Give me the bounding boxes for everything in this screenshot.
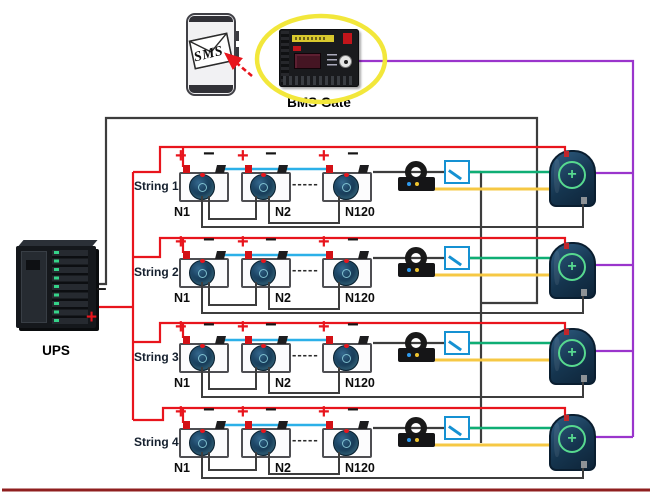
- disconnect-switch-icon: [444, 416, 470, 440]
- status-plus-icon: +: [567, 430, 577, 447]
- positive-post-icon: [183, 165, 190, 173]
- status-ring-icon: +: [558, 339, 586, 367]
- string-label: String 1: [134, 179, 179, 193]
- status-plus-icon: +: [567, 258, 577, 275]
- phone-speaker-bar: [189, 16, 233, 22]
- positive-post-icon: [183, 421, 190, 429]
- battery-sensor-icon: [333, 173, 359, 200]
- minus-terminal-icon: −: [203, 399, 215, 421]
- string-label: String 4: [134, 435, 179, 449]
- battery-sensor-icon: [189, 173, 215, 200]
- minus-terminal-icon: −: [347, 399, 359, 421]
- current-transformer-icon: [396, 160, 440, 194]
- sms-envelope-icon: [188, 32, 234, 70]
- device-port: [581, 197, 587, 204]
- ups-label: UPS: [42, 343, 70, 358]
- positive-inlet: [564, 329, 569, 335]
- battery-sensor-icon: [333, 429, 359, 456]
- ups-cabinet: [16, 246, 96, 328]
- device-port: [581, 375, 587, 382]
- status-ring-icon: +: [558, 161, 586, 189]
- string-label: String 3: [134, 350, 179, 364]
- plus-terminal-icon: +: [318, 145, 330, 167]
- positive-post-icon: [245, 421, 252, 429]
- plus-terminal-icon: +: [237, 401, 249, 423]
- plus-terminal-icon: +: [175, 316, 187, 338]
- series-ellipsis: -----: [292, 432, 319, 447]
- string-monitor-device: +: [549, 150, 596, 207]
- minus-terminal-icon: −: [265, 143, 277, 165]
- ups-door: [21, 251, 47, 323]
- phone-home-bar: [189, 85, 233, 93]
- disconnect-switch-icon: [444, 160, 470, 184]
- positive-inlet: [564, 151, 569, 157]
- device-port: [581, 461, 587, 468]
- string-monitor-device: +: [549, 242, 596, 299]
- positive-post-icon: [183, 251, 190, 259]
- battery-sensor-icon: [250, 173, 276, 200]
- battery-name-label: N1: [174, 376, 190, 390]
- positive-post-icon: [245, 165, 252, 173]
- status-ring-icon: +: [558, 253, 586, 281]
- battery-name-label: N1: [174, 205, 190, 219]
- plus-terminal-icon: +: [175, 231, 187, 253]
- plus-terminal-icon: +: [237, 145, 249, 167]
- status-plus-icon: +: [567, 166, 577, 183]
- plus-terminal-icon: +: [175, 145, 187, 167]
- ups-negative-label: −: [96, 279, 107, 299]
- current-transformer-icon: [396, 416, 440, 450]
- positive-post-icon: [326, 165, 333, 173]
- positive-inlet: [564, 415, 569, 421]
- status-plus-icon: +: [567, 344, 577, 361]
- positive-post-icon: [326, 421, 333, 429]
- positive-inlet: [564, 243, 569, 249]
- minus-terminal-icon: −: [265, 399, 277, 421]
- battery-sensor-icon: [250, 429, 276, 456]
- device-port: [581, 289, 587, 296]
- battery-name-label: N1: [174, 461, 190, 475]
- series-ellipsis: -----: [292, 176, 319, 191]
- ups-led-strip: [54, 251, 59, 324]
- battery-name-label: N2: [275, 461, 291, 475]
- phone: SMS: [186, 13, 239, 96]
- ups-positive-label: +: [86, 307, 98, 328]
- battery-name-label: N120: [345, 461, 375, 475]
- battery-sensor-icon: [189, 429, 215, 456]
- positive-post-icon: [183, 336, 190, 344]
- status-ring-icon: +: [558, 425, 586, 453]
- plus-terminal-icon: +: [318, 401, 330, 423]
- string-label: String 2: [134, 265, 179, 279]
- battery-name-label: N1: [174, 291, 190, 305]
- minus-terminal-icon: −: [203, 143, 215, 165]
- minus-terminal-icon: −: [347, 143, 359, 165]
- string-monitor-device: +: [549, 328, 596, 385]
- string-monitor-device: +: [549, 414, 596, 471]
- plus-terminal-icon: +: [175, 401, 187, 423]
